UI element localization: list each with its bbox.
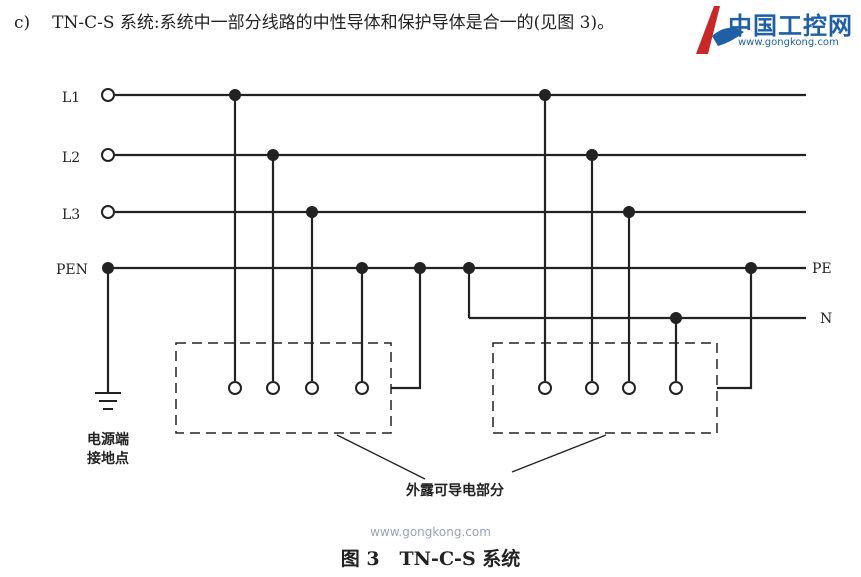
right-l3-terminal (622, 381, 636, 395)
label-l3: L3 (62, 207, 80, 223)
l3-source-terminal (101, 205, 115, 219)
logo-mark-icon (696, 6, 744, 54)
right-label-leader (511, 434, 607, 473)
section-heading: c) TN-C-S 系统:系统中一部分线路的中性导体和保护导体是合一的(见图 3)… (14, 8, 614, 33)
right-exposed-part-enclosure (492, 342, 718, 434)
left-l2-terminal (266, 381, 280, 395)
label-l2: L2 (62, 150, 80, 166)
footer-watermark: www.gongkong.com (370, 525, 491, 539)
logo-url: www.gongkong.com (738, 37, 839, 48)
site-logo: 中国工控网 www.gongkong.com (688, 2, 858, 62)
junction-right-pe (745, 262, 757, 274)
ground-symbol-icon (95, 392, 121, 410)
label-pen: PEN (56, 262, 88, 278)
left-enclosure-bond-wire (391, 268, 422, 390)
junction-pen-split (463, 262, 475, 274)
junction-left-l3 (306, 206, 318, 218)
heading-prefix: c) (14, 13, 31, 33)
junction-left-pen (356, 262, 368, 274)
junction-right-l2 (586, 149, 598, 161)
caption-number: 图 3 (340, 548, 380, 570)
right-l1-terminal (538, 381, 552, 395)
label-n: N (820, 311, 832, 327)
heading-text: TN-C-S 系统:系统中一部分线路的中性导体和保护导体是合一的(见图 3)。 (52, 13, 615, 33)
ground-label-line2: 接地点 (87, 450, 129, 467)
right-enclosure-pe-wire (717, 268, 753, 390)
label-pe: PE (812, 261, 832, 277)
left-label-leader (336, 434, 426, 480)
l1-source-terminal (101, 88, 115, 102)
exposed-parts-label: 外露可导电部分 (406, 482, 504, 499)
ground-label-line1: 电源端 (87, 431, 129, 448)
caption-title: TN-C-S 系统 (399, 548, 521, 570)
left-pen-terminal (355, 381, 369, 395)
junction-left-bond (414, 262, 426, 274)
figure-caption: 图 3 TN-C-S 系统 (0, 544, 861, 571)
left-l1-terminal (228, 381, 242, 395)
logo-text: 中国工控网 (728, 12, 853, 40)
junction-right-l3 (623, 206, 635, 218)
junction-right-n (670, 312, 682, 324)
right-l2-terminal (585, 381, 599, 395)
l2-source-terminal (101, 148, 115, 162)
junction-right-l1 (539, 89, 551, 101)
right-n-terminal (669, 381, 683, 395)
left-exposed-part-enclosure (175, 342, 392, 434)
pen-source-junction (102, 262, 114, 274)
junction-left-l2 (267, 149, 279, 161)
left-l3-terminal (305, 381, 319, 395)
junction-left-l1 (229, 89, 241, 101)
label-l1: L1 (62, 90, 80, 106)
